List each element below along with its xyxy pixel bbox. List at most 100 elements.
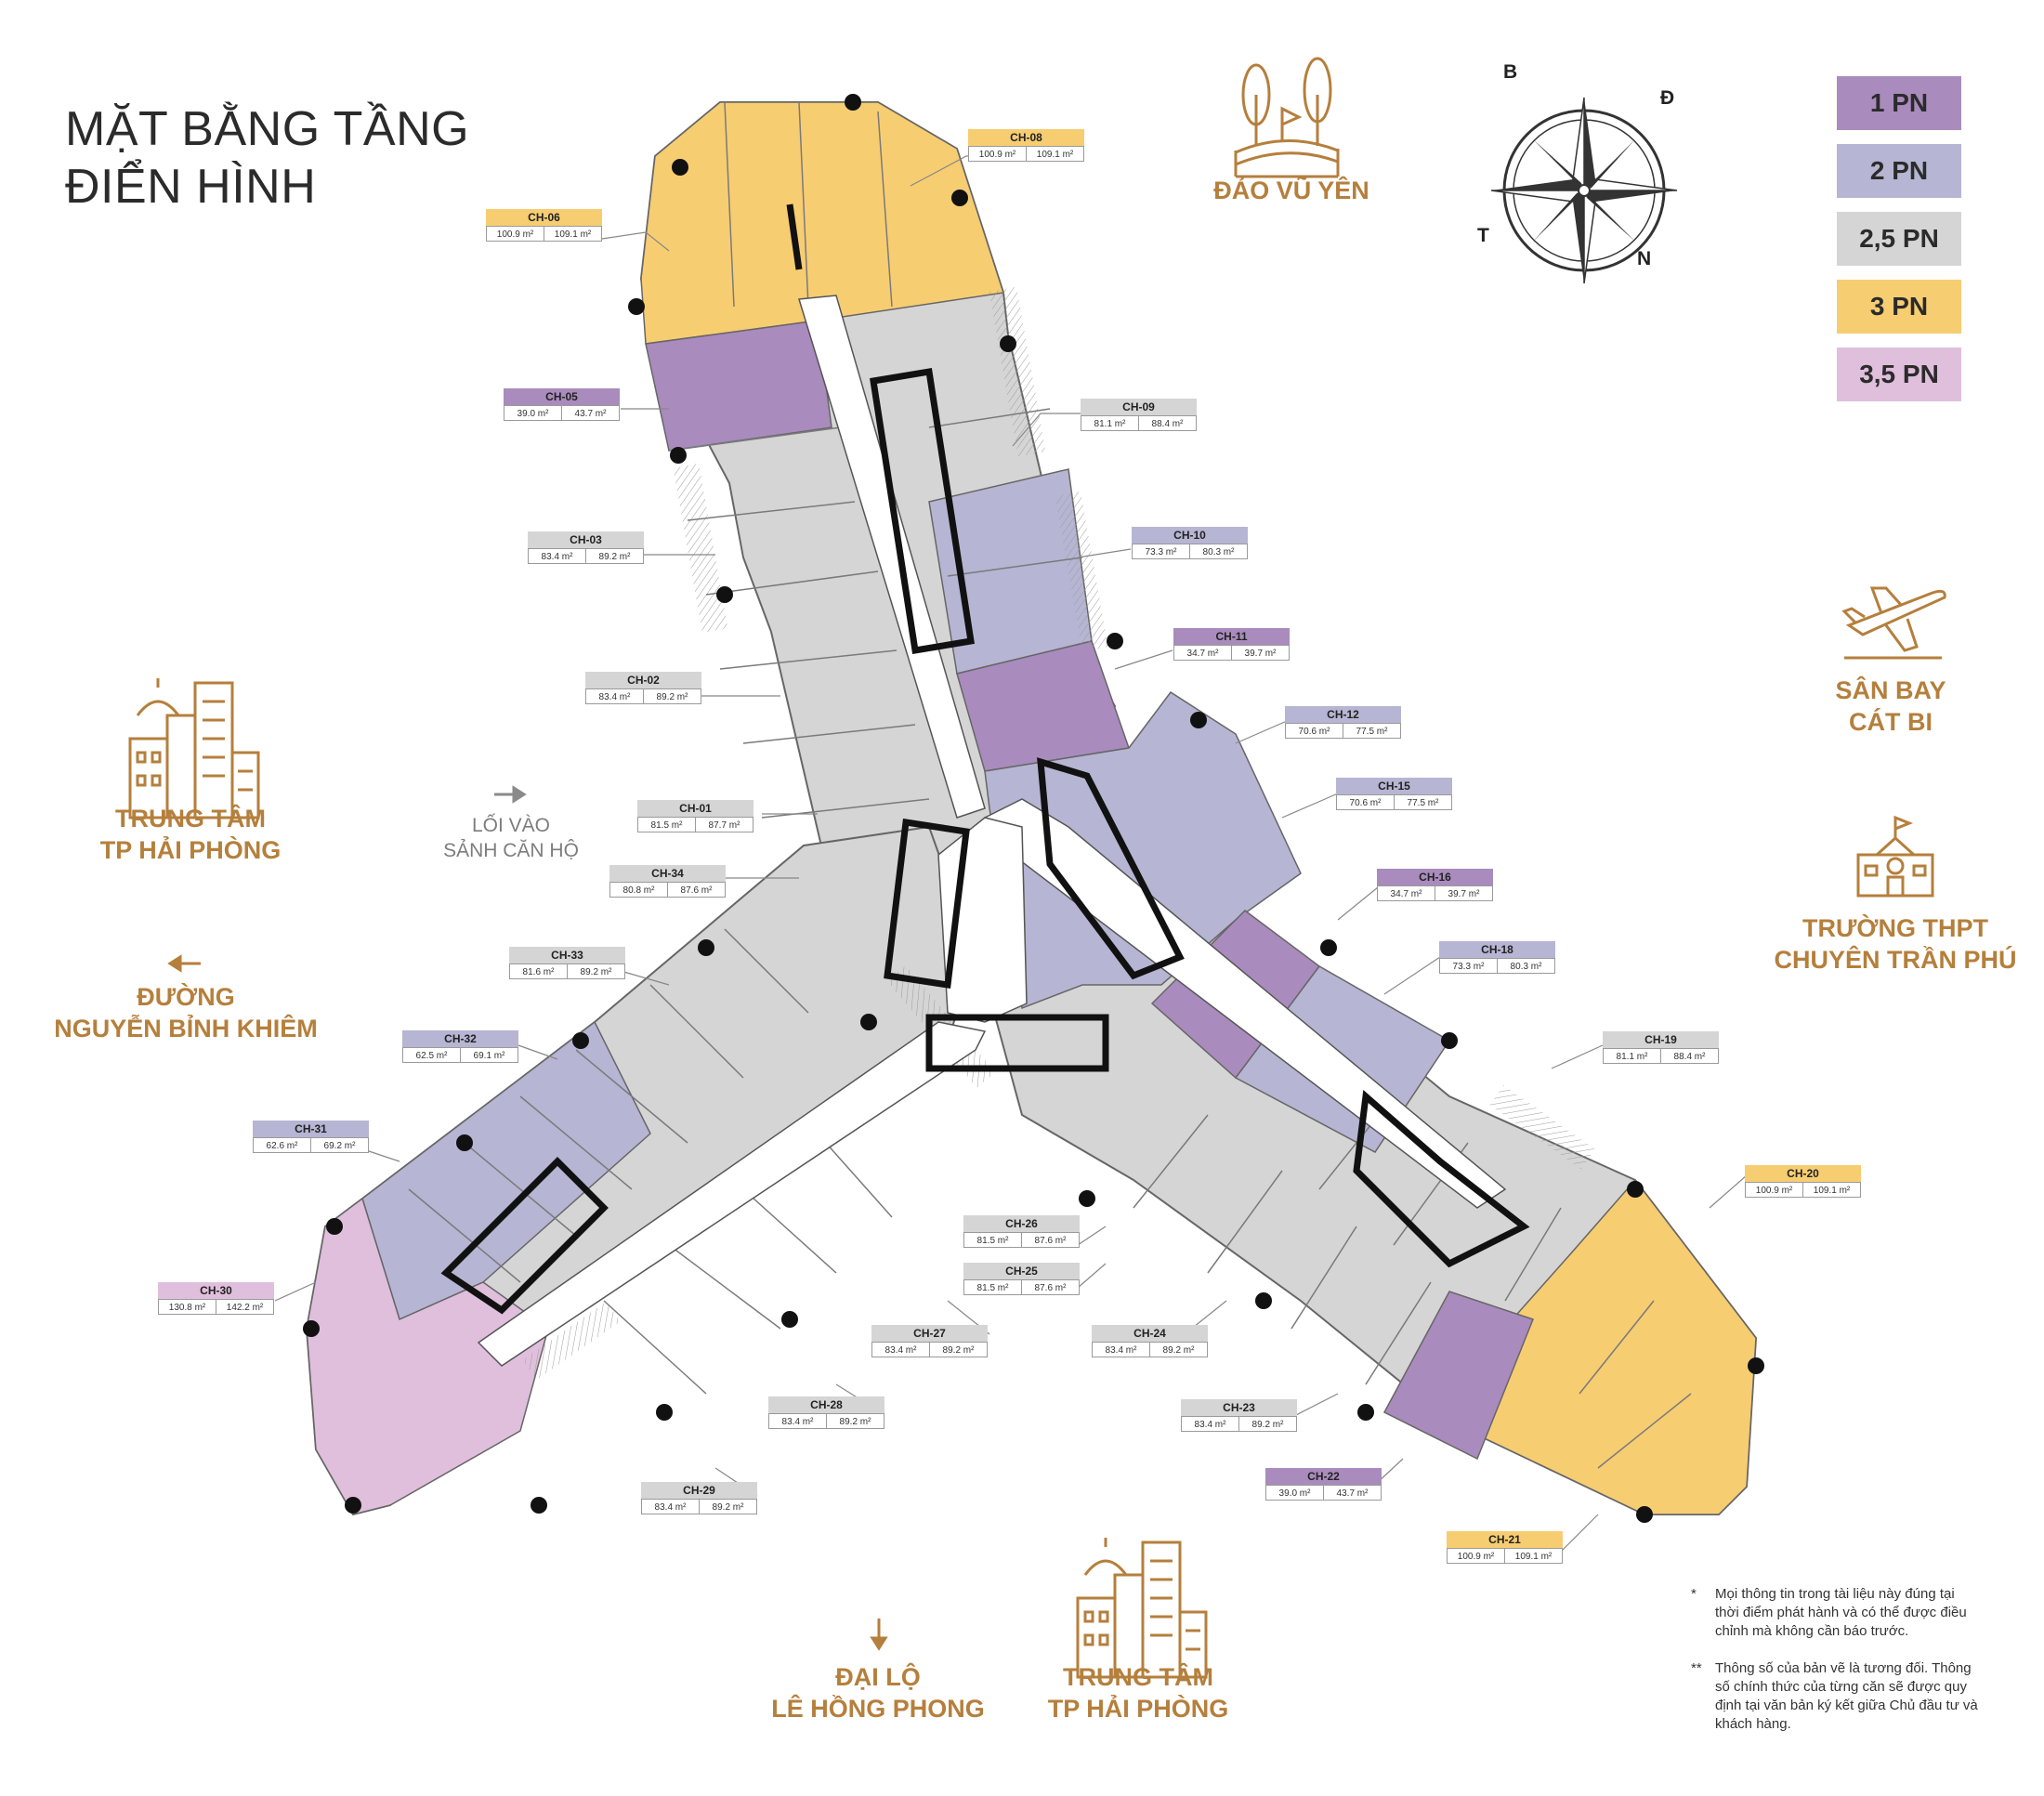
- landmark-text: NGUYỄN BỈNH KHIÊM: [54, 1015, 318, 1042]
- unit-id: CH-06: [486, 209, 602, 226]
- unit-area-a: 81.1 m²: [1616, 1052, 1648, 1062]
- landmark-text: LÊ HỒNG PHONG: [771, 1695, 985, 1723]
- unit-area-a: 70.6 m²: [1298, 727, 1330, 737]
- unit-area-a: 83.4 m²: [654, 1502, 687, 1513]
- page-title: MẶT BẰNG TẦNG ĐIỂN HÌNH: [65, 100, 469, 216]
- unit-area-b: 142.2 m²: [216, 1300, 273, 1314]
- unit-area-b: 80.3 m²: [1497, 959, 1554, 973]
- unit-id: CH-19: [1603, 1031, 1719, 1048]
- unit-id: CH-16: [1377, 869, 1493, 885]
- unit-area: 100.9 m² 109.1 m²: [968, 146, 1084, 162]
- title-line-1: MẶT BẰNG TẦNG: [65, 102, 470, 156]
- unit-area-a: 100.9 m²: [1457, 1552, 1495, 1562]
- arrow-right-icon: [494, 785, 527, 804]
- unit-id: CH-29: [641, 1482, 757, 1499]
- unit-id: CH-34: [609, 865, 726, 882]
- unit-id: CH-23: [1181, 1399, 1297, 1416]
- arrow-left-icon: [167, 954, 201, 973]
- legend-label: 1 PN: [1869, 88, 1929, 117]
- city-icon-bottom: [1076, 1538, 1208, 1679]
- unit-area-b: 109.1 m²: [1802, 1183, 1860, 1197]
- footnote-text: Mọi thông tin trong tài liệu này đúng tạ…: [1715, 1586, 1967, 1639]
- landmark-text: ĐẢO VŨ YÊN: [1213, 177, 1369, 204]
- unit-area: 83.4 m² 89.2 m²: [641, 1499, 757, 1514]
- unit-area-b: 109.1 m²: [1504, 1549, 1562, 1563]
- unit-id: CH-18: [1439, 941, 1555, 958]
- unit-area-a: 39.0 m²: [517, 409, 549, 419]
- unit-area-b: 87.6 m²: [1021, 1233, 1079, 1247]
- unit-area-b: 87.7 m²: [695, 818, 753, 832]
- landmark-text: TP HẢI PHÒNG: [99, 836, 282, 864]
- unit-area-a: 80.8 m²: [622, 885, 655, 896]
- landmark-dai-lo-le-hong-phong: ĐẠI LỘ LÊ HỒNG PHONG: [762, 1661, 994, 1724]
- landmark-text: TP HẢI PHÒNG: [1047, 1695, 1229, 1723]
- unit-area-a: 83.4 m²: [781, 1417, 814, 1427]
- unit-id: CH-03: [528, 531, 644, 548]
- legend-label: 2,5 PN: [1859, 224, 1939, 253]
- airplane-icon: [1841, 586, 1946, 660]
- unit-area-a: 83.4 m²: [598, 692, 631, 702]
- unit-id: CH-22: [1265, 1468, 1382, 1485]
- city-icon: [128, 678, 260, 819]
- landmark-duong-nguyen-binh-khiem: ĐƯỜNG NGUYỄN BỈNH KHIÊM: [46, 981, 325, 1044]
- unit-area: 73.3 m² 80.3 m²: [1439, 958, 1555, 974]
- unit-area-b: 109.1 m²: [544, 227, 601, 241]
- unit-id: CH-25: [963, 1263, 1080, 1279]
- unit-label-ch18: CH-18 73.3 m² 80.3 m²: [1439, 941, 1555, 974]
- zone-ch30: [306, 1197, 549, 1515]
- unit-area-b: 39.7 m²: [1435, 886, 1492, 900]
- unit-area-a: 73.3 m²: [1452, 962, 1485, 972]
- unit-area-b: 89.2 m²: [1238, 1417, 1296, 1431]
- landmark-dao-vu-yen: ĐẢO VŨ YÊN: [1199, 175, 1384, 206]
- compass-south-label: N: [1637, 248, 1652, 269]
- lobby-entrance-label: LỐI VÀO SẢNH CĂN HỘ: [432, 813, 590, 863]
- unit-id: CH-15: [1336, 778, 1452, 794]
- unit-area-b: 80.3 m²: [1189, 544, 1247, 558]
- unit-area-b: 109.1 m²: [1026, 147, 1083, 161]
- lobby-text: SẢNH CĂN HỘ: [443, 840, 579, 861]
- unit-id: CH-02: [585, 672, 701, 688]
- unit-area-a: 62.5 m²: [415, 1051, 448, 1061]
- leader-lines: [274, 155, 1748, 1553]
- landmark-text: CÁT BI: [1849, 708, 1933, 736]
- unit-area-a: 130.8 m²: [168, 1303, 206, 1313]
- unit-area-a: 62.6 m²: [266, 1141, 298, 1151]
- unit-area-a: 100.9 m²: [978, 150, 1016, 160]
- unit-area-a: 70.6 m²: [1349, 798, 1382, 808]
- unit-id: CH-28: [768, 1396, 884, 1413]
- landmark-text: TRƯỜNG THPT: [1802, 914, 1988, 942]
- legend-item-25pn: 2,5 PN: [1837, 212, 1961, 266]
- compass-north-label: B: [1503, 61, 1518, 83]
- unit-area-b: 89.2 m²: [699, 1500, 756, 1514]
- unit-area: 130.8 m² 142.2 m²: [158, 1299, 274, 1315]
- compass-icon: [1490, 97, 1678, 284]
- arrow-down-icon: [870, 1619, 888, 1651]
- school-icon: [1856, 815, 1934, 898]
- unit-id: CH-01: [637, 800, 753, 817]
